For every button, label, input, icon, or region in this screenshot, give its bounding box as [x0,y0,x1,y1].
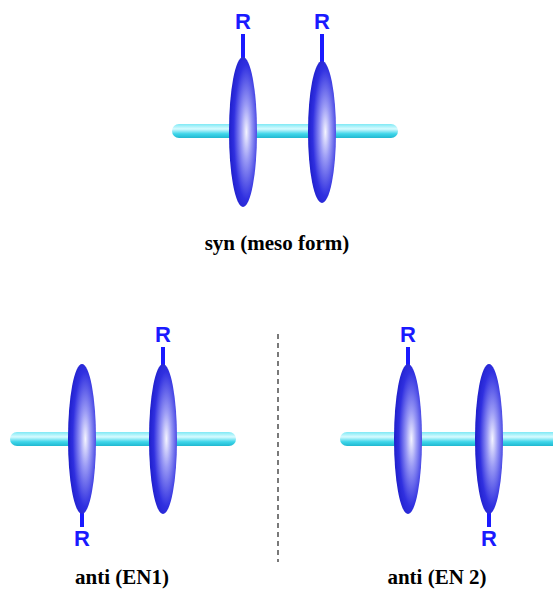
axis-rod [172,124,398,138]
substituent-label: R [74,528,90,550]
substituent-bond [80,512,84,527]
ring-disc [394,364,422,514]
substituent-bond [161,347,165,366]
substituent-label: R [400,324,416,346]
syn-molecule [172,34,398,207]
isomer-caption: anti (EN1) [75,567,169,588]
substituent-bond [241,34,245,58]
ring-disc [149,364,177,514]
mirror-line [277,334,278,562]
substituent-bond [487,512,491,527]
anti-molecule [10,347,236,527]
axis-rod [10,432,236,446]
substituent-label: R [314,11,330,33]
substituent-bond [406,347,410,366]
substituent-label: R [235,11,251,33]
substituent-bond [320,34,324,62]
ring-disc [68,364,96,514]
ring-disc [229,57,257,207]
ring-disc [475,364,503,514]
anti-molecule [340,347,553,527]
substituent-label: R [155,324,171,346]
axis-rod [340,432,553,446]
substituent-label: R [481,528,497,550]
isomer-caption: anti (EN 2) [387,567,486,588]
ring-disc [308,61,336,203]
isomer-caption: syn (meso form) [205,233,350,254]
